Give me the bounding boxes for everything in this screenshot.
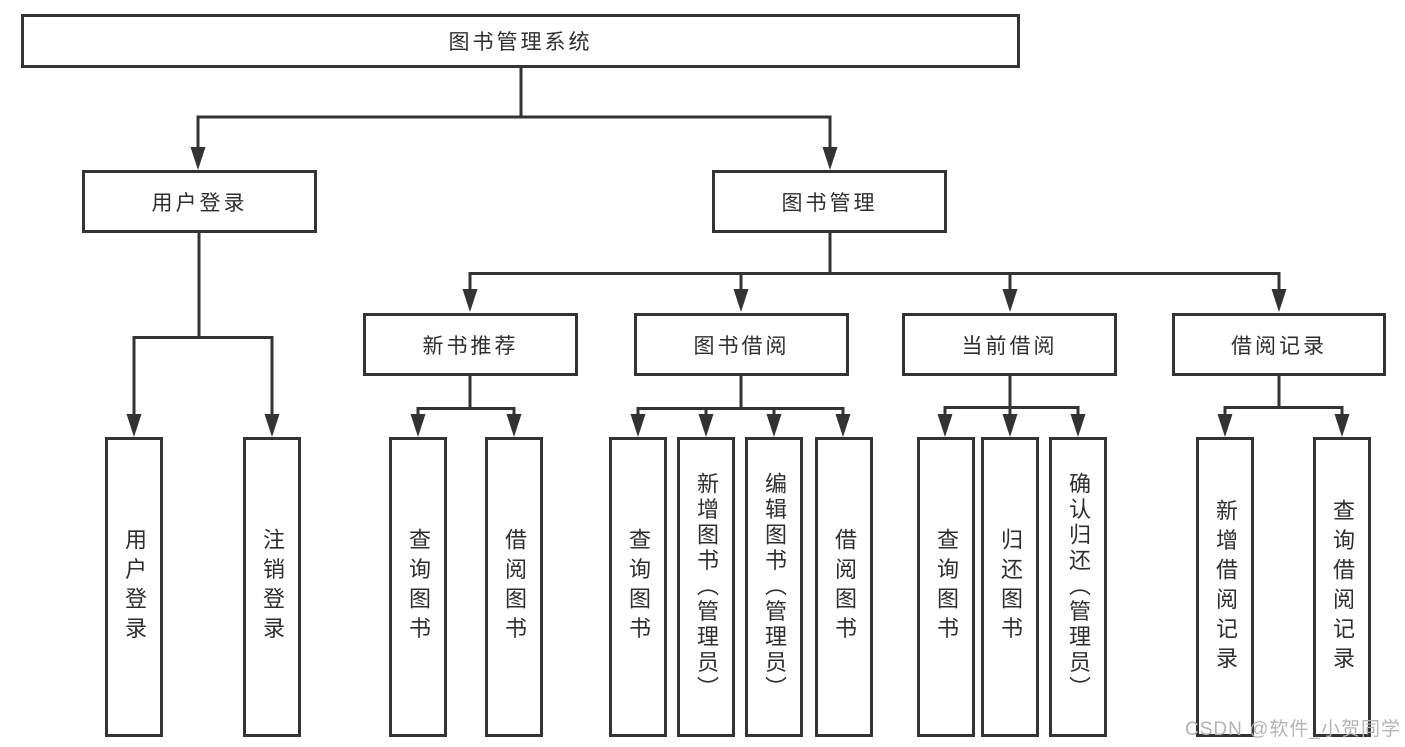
- leaf-label: 新增借阅记录: [1213, 498, 1238, 676]
- leaf-cb-return-books: 归还图书: [981, 437, 1039, 737]
- node-new-book-recommend: 新书推荐: [363, 313, 578, 376]
- leaf-label: 用户登录: [122, 528, 147, 646]
- arrow-down-icon: [766, 414, 782, 437]
- arrow-down-icon: [1217, 414, 1233, 437]
- arrow-down-icon: [410, 414, 426, 437]
- arrow-down-icon: [733, 289, 749, 312]
- node-book-borrowing: 图书借阅: [634, 313, 849, 376]
- arrow-down-icon: [630, 414, 646, 437]
- arrow-down-icon: [937, 414, 953, 437]
- node-label: 借阅记录: [1231, 334, 1327, 358]
- arrow-down-icon: [264, 414, 280, 437]
- leaf-nb-query-books: 查询图书: [389, 437, 447, 737]
- node-label: 图书借阅: [693, 334, 790, 358]
- node-library-management-system: 图书管理系统: [21, 14, 1020, 68]
- leaf-bb-edit-books-admin: 编辑图书（管理员）: [745, 437, 803, 737]
- leaf-label: 查询图书: [406, 528, 431, 646]
- node-book-management: 图书管理: [712, 170, 947, 233]
- leaf-bb-borrow-books: 借阅图书: [815, 437, 873, 737]
- leaf-user-login: 用户登录: [105, 437, 163, 737]
- arrow-down-icon: [190, 147, 206, 170]
- node-user-login: 用户登录: [82, 170, 317, 233]
- node-label: 当前借阅: [961, 334, 1058, 358]
- leaf-br-query-record: 查询借阅记录: [1313, 437, 1371, 737]
- leaf-logout: 注销登录: [243, 437, 301, 737]
- leaf-bb-query-books: 查询图书: [609, 437, 667, 737]
- arrow-down-icon: [835, 414, 851, 437]
- leaf-cb-query-books: 查询图书: [917, 437, 975, 737]
- node-borrowing-records: 借阅记录: [1172, 313, 1386, 376]
- leaf-label: 借阅图书: [502, 528, 527, 646]
- watermark: CSDN @软件_小贺同学: [1185, 719, 1401, 740]
- arrow-down-icon: [1002, 289, 1018, 312]
- leaf-br-add-record: 新增借阅记录: [1196, 437, 1254, 737]
- leaf-label: 新增图书（管理员）: [694, 472, 719, 702]
- leaf-label: 借阅图书: [832, 528, 857, 646]
- leaf-label: 查询借阅记录: [1330, 498, 1355, 676]
- node-label: 新书推荐: [422, 334, 519, 358]
- leaf-label: 注销登录: [260, 528, 285, 646]
- node-current-borrowing: 当前借阅: [902, 313, 1117, 376]
- arrow-down-icon: [1271, 289, 1287, 312]
- arrow-down-icon: [698, 414, 714, 437]
- arrow-down-icon: [822, 147, 838, 170]
- leaf-bb-add-books-admin: 新增图书（管理员）: [677, 437, 735, 737]
- arrow-down-icon: [126, 414, 142, 437]
- node-label: 图书管理系统: [448, 31, 593, 54]
- leaf-cb-confirm-return-admin: 确认归还（管理员）: [1049, 437, 1107, 737]
- arrow-down-icon: [462, 289, 478, 312]
- node-label: 用户登录: [151, 191, 248, 215]
- node-label: 图书管理: [781, 191, 878, 215]
- leaf-label: 归还图书: [998, 528, 1023, 646]
- arrow-down-icon: [1002, 414, 1018, 437]
- arrow-down-icon: [506, 414, 522, 437]
- arrow-down-icon: [1070, 414, 1086, 437]
- leaf-label: 确认归还（管理员）: [1066, 472, 1091, 702]
- leaf-label: 查询图书: [626, 528, 651, 646]
- leaf-nb-borrow-books: 借阅图书: [485, 437, 543, 737]
- leaf-label: 查询图书: [934, 528, 959, 646]
- arrow-down-icon: [1334, 414, 1350, 437]
- leaf-label: 编辑图书（管理员）: [762, 472, 787, 702]
